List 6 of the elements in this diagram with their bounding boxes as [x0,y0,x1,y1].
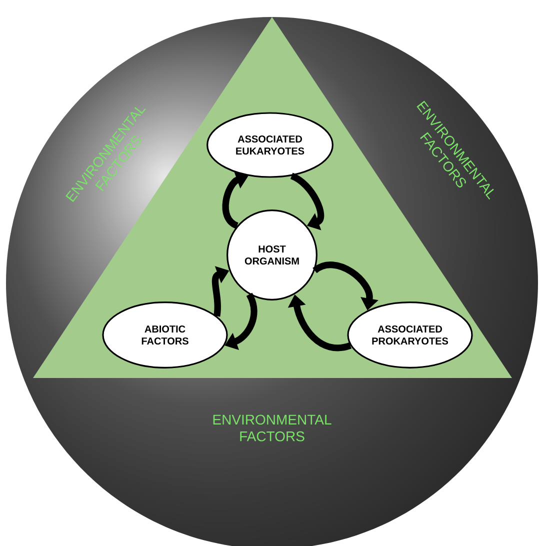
region-label: ENVIRONMENTAL FACTORS [213,414,332,442]
ellipse-node: ASSOCIATED PROKARYOTES [347,302,473,368]
ellipse-node: ASSOCIATED EUKARYOTES [206,112,334,178]
curved-arrow [290,172,324,230]
ellipse-node: ABIOTIC FACTORS [102,302,228,368]
circle-node: HOST ORGANISM [226,210,318,300]
